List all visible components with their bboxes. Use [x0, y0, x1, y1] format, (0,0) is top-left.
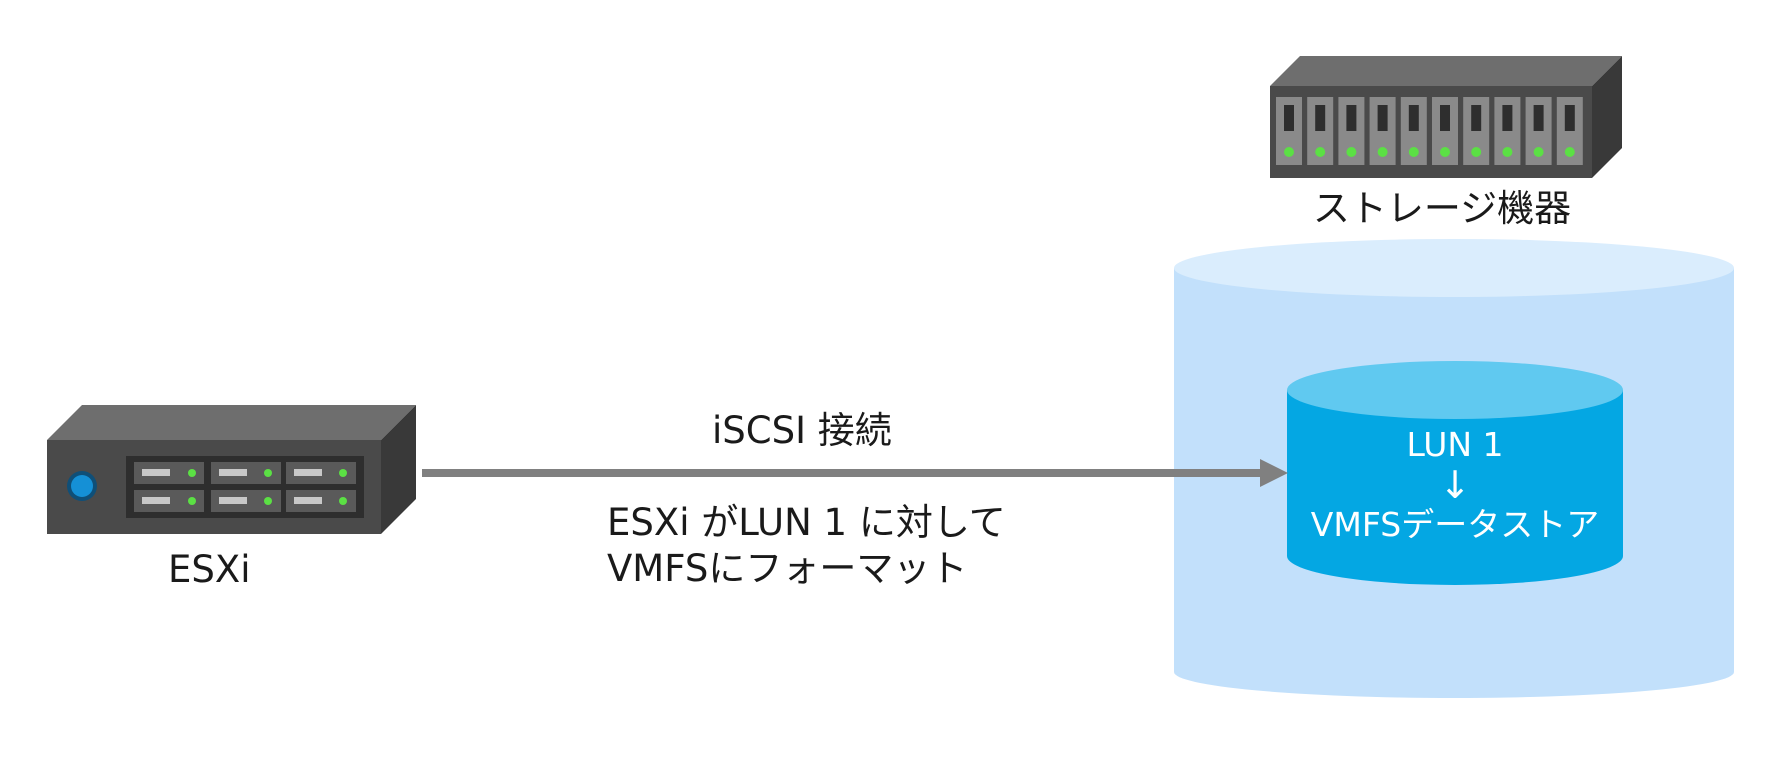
- format-note-line2: VMFSにフォーマット: [607, 547, 968, 590]
- storage-drive-slot: [1494, 97, 1521, 165]
- storage-drive-slot: [1525, 97, 1552, 165]
- iscsi-connection-arrow: [422, 459, 1288, 487]
- storage-device-label: ストレージ機器: [1312, 187, 1572, 230]
- esxi-drive-bays: [134, 462, 356, 512]
- storage-drive-slot: [1432, 97, 1458, 165]
- lun-down-arrow: ↓: [1439, 463, 1471, 507]
- lun-label: LUN 1: [1406, 425, 1504, 464]
- storage-drive-slot: [1307, 97, 1334, 165]
- storage-drive-slot: [1400, 97, 1427, 165]
- storage-drive-slot: [1338, 97, 1365, 165]
- storage-drive-slots: [1276, 97, 1583, 165]
- datastore-label: VMFSデータストア: [1310, 505, 1600, 544]
- esxi-server-icon: [47, 405, 416, 534]
- storage-drive-slot: [1556, 97, 1583, 165]
- storage-drive-slot: [1276, 97, 1302, 165]
- esxi-label: ESXi: [168, 548, 251, 591]
- storage-device-icon: [1270, 56, 1622, 178]
- lun-cylinder: [1287, 361, 1623, 585]
- storage-drive-slot: [1463, 97, 1490, 165]
- iscsi-connection-label: iSCSI 接続: [712, 409, 892, 452]
- storage-drive-slot: [1369, 97, 1396, 165]
- format-note-line1: ESXi がLUN 1 に対して: [607, 501, 1006, 544]
